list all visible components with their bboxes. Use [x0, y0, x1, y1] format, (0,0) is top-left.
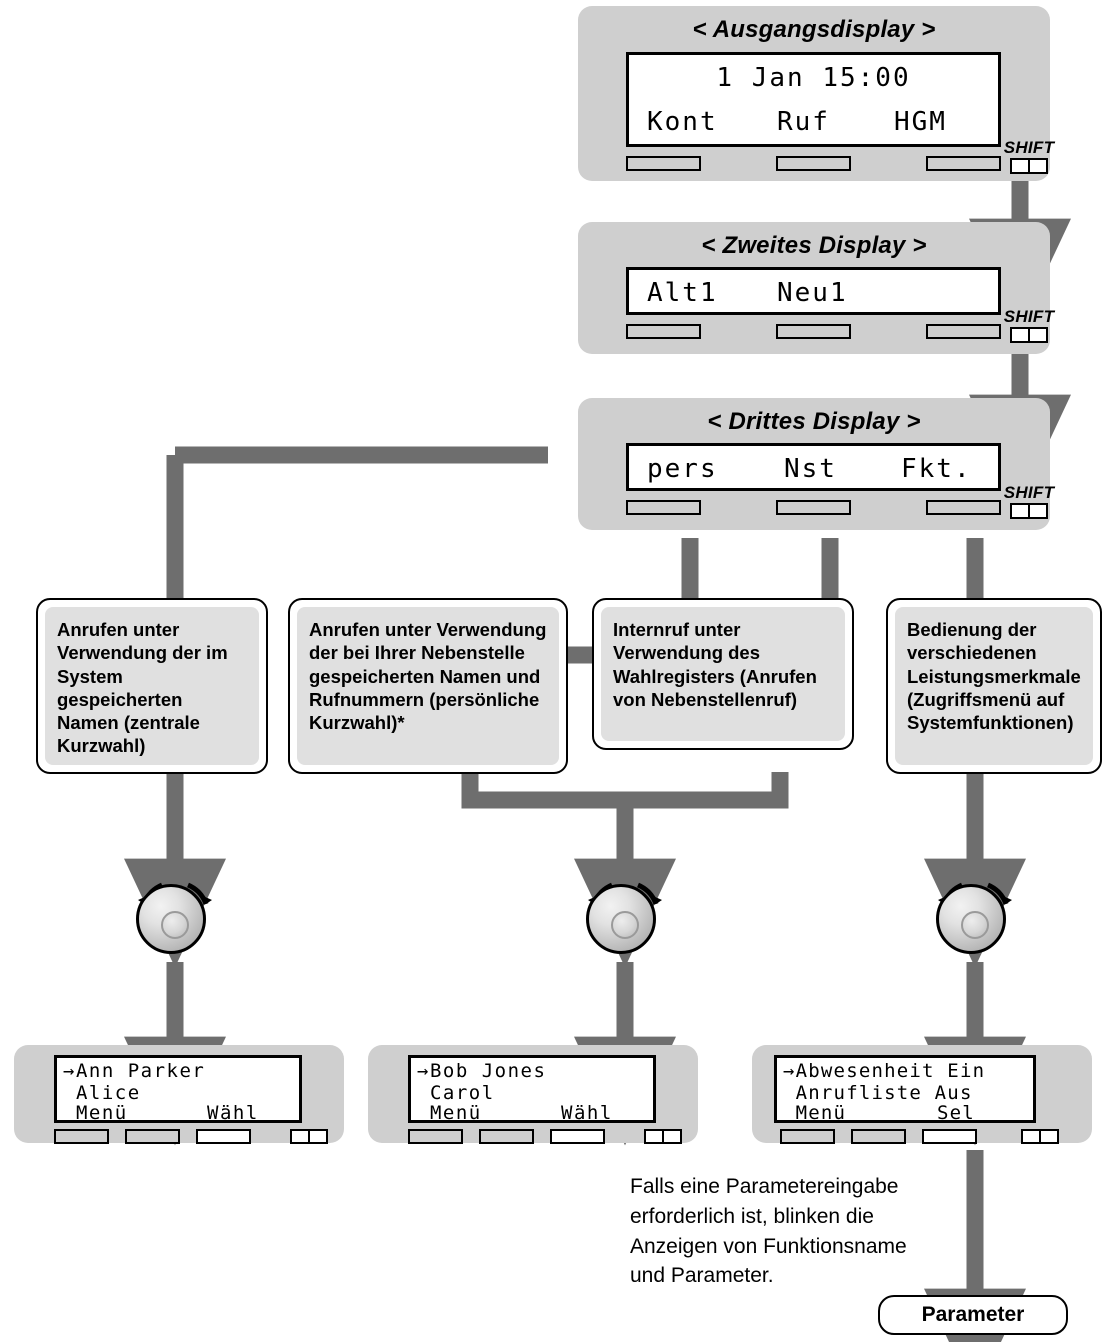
description-box-zentrale-kurzwahl: Anrufen unter Verwendung der im System g…: [36, 598, 268, 774]
panel-result-zentrale-kurzwahl: →Ann Parker Alice Menü Wähl: [14, 1045, 344, 1144]
shift-key[interactable]: [1010, 327, 1048, 343]
softkey-3-active[interactable]: [550, 1129, 605, 1144]
footnote-line-3: Anzeigen von Funktionsname: [630, 1234, 907, 1258]
shift-key[interactable]: [289, 1129, 328, 1144]
softkey-1[interactable]: [626, 324, 701, 339]
shift-key[interactable]: [643, 1129, 682, 1144]
shift-label: SHIFT: [1003, 307, 1055, 326]
footnote-line-1: Falls eine Parametereingabe: [630, 1175, 899, 1198]
lcd-line-1: →Bob Jones: [417, 1060, 547, 1082]
shift-key[interactable]: [1010, 158, 1048, 174]
description-box-persoenliche-kurzwahl: Anrufen unter Verwendung der bei Ihrer N…: [288, 598, 568, 774]
panel-title: < Drittes Display >: [707, 408, 921, 435]
lcd-line-2: Anrufliste Aus: [783, 1082, 973, 1104]
lcd-line-datetime: 1 Jan 15:00: [716, 63, 911, 93]
dial-body: [936, 884, 1006, 954]
lcd-screen-result-2: →Bob Jones Carol Menü Wähl: [408, 1055, 656, 1124]
softkey-2[interactable]: [776, 324, 851, 339]
description-text: Bedienung der verschiedenen Leistungsmer…: [907, 619, 1081, 734]
lcd-line-3-left: Menü: [63, 1102, 128, 1124]
panel-result-systemfunktionen: →Abwesenheit Ein Anrufliste Aus Menü Sel: [752, 1045, 1092, 1144]
lcd-screen-zweites-display: Alt1 Neu1: [626, 267, 1001, 315]
dial-knob-nub: [961, 911, 989, 939]
parameter-label: Parameter: [921, 1303, 1025, 1326]
lcd-softlabel-neu1: Neu1: [777, 278, 848, 308]
lcd-line-3-left: Menü: [417, 1102, 482, 1124]
panel-ausgangsdisplay: < Ausgangsdisplay > 1 Jan 15:00 Kont Ruf…: [578, 6, 1054, 181]
lcd-softlabel-nst: Nst: [784, 454, 837, 484]
softkey-1[interactable]: [408, 1129, 463, 1144]
softkey-3-active[interactable]: [196, 1129, 251, 1144]
panel-drittes-display: < Drittes Display > pers Nst Fkt. SHIFT: [578, 398, 1054, 530]
shift-key[interactable]: [1010, 503, 1048, 519]
softkey-1[interactable]: [626, 156, 701, 171]
softkey-pers[interactable]: [626, 500, 701, 515]
dial-knob-nub: [611, 911, 639, 939]
dial-knob-nub: [161, 911, 189, 939]
lcd-screen-result-1: →Ann Parker Alice Menü Wähl: [54, 1055, 302, 1124]
shift-label: SHIFT: [1003, 483, 1055, 502]
rotary-dial-right[interactable]: [932, 868, 1018, 954]
softkey-2[interactable]: [776, 156, 851, 171]
softkey-row-drittes-display: [626, 500, 1001, 515]
lcd-softlabel-alt1: Alt1: [647, 278, 718, 308]
shift-key[interactable]: [1020, 1129, 1059, 1144]
footnote-line-2: erforderlich ist, blinken die: [630, 1204, 874, 1228]
panel-title: < Zweites Display >: [701, 232, 927, 259]
dial-body: [136, 884, 206, 954]
lcd-softlabel-hgm: HGM: [894, 107, 947, 137]
softkey-1[interactable]: [780, 1129, 835, 1144]
lcd-line-3-left: Menü: [783, 1102, 847, 1124]
lcd-line-2: Carol: [417, 1082, 495, 1104]
softkey-row-zweites-display: [626, 324, 1001, 339]
lcd-softlabel-pers: pers: [647, 454, 718, 484]
wire-box2-box3-merge: [461, 772, 789, 809]
description-text: Anrufen unter Verwendung der bei Ihrer N…: [309, 619, 547, 734]
description-box-leistungsmerkmale: Bedienung der verschiedenen Leistungsmer…: [886, 598, 1102, 774]
lcd-line-2: Alice: [63, 1082, 141, 1104]
panel-title: < Ausgangsdisplay >: [692, 16, 936, 43]
shift-indicator-2: SHIFT: [998, 308, 1060, 343]
description-box-internruf-wahlregister: Internruf unter Verwendung des Wahlregis…: [592, 598, 854, 750]
footnote-line-4: und Parameter.: [630, 1264, 774, 1288]
lcd-line-1: →Abwesenheit Ein: [783, 1060, 986, 1082]
parameter-pill: Parameter: [878, 1295, 1068, 1335]
lcd-line-3-right: Wähl: [207, 1102, 259, 1124]
rotary-dial-middle[interactable]: [582, 868, 668, 954]
description-text: Internruf unter Verwendung des Wahlregis…: [613, 619, 817, 710]
lcd-softlabel-kont: Kont: [647, 107, 718, 137]
description-text: Anrufen unter Verwendung der im System g…: [57, 619, 228, 757]
lcd-line-3-right: Wähl: [561, 1102, 613, 1124]
softkey-nst[interactable]: [776, 500, 851, 515]
footnote-caption: Falls eine Parametereingabe erforderlich…: [630, 1172, 990, 1291]
lcd-softlabel-ruf: Ruf: [777, 107, 830, 137]
softkey-2[interactable]: [125, 1129, 180, 1144]
lcd-screen-ausgangsdisplay: 1 Jan 15:00 Kont Ruf HGM: [626, 52, 1001, 147]
shift-label: SHIFT: [1003, 138, 1055, 157]
rotary-dial-left[interactable]: [132, 868, 218, 954]
lcd-softlabel-fkt: Fkt.: [901, 454, 972, 484]
softkey-fkt[interactable]: [926, 500, 1001, 515]
lcd-line-3-right: Sel: [937, 1102, 975, 1124]
shift-indicator-3: SHIFT: [998, 484, 1060, 519]
lcd-line-1: →Ann Parker: [63, 1060, 206, 1082]
softkey-3[interactable]: [926, 156, 1001, 171]
softkey-2[interactable]: [851, 1129, 906, 1144]
lcd-screen-drittes-display: pers Nst Fkt.: [626, 443, 1001, 491]
softkey-row-ausgangsdisplay: [626, 156, 1001, 171]
softkey-3[interactable]: [926, 324, 1001, 339]
dial-body: [586, 884, 656, 954]
lcd-screen-result-3: →Abwesenheit Ein Anrufliste Aus Menü Sel: [774, 1055, 1036, 1124]
panel-result-wahlregister: →Bob Jones Carol Menü Wähl: [368, 1045, 698, 1144]
softkey-3-active[interactable]: [922, 1129, 977, 1144]
shift-indicator-1: SHIFT: [998, 139, 1060, 174]
softkey-1[interactable]: [54, 1129, 109, 1144]
softkey-2[interactable]: [479, 1129, 534, 1144]
panel-zweites-display: < Zweites Display > Alt1 Neu1 SHIFT: [578, 222, 1054, 354]
